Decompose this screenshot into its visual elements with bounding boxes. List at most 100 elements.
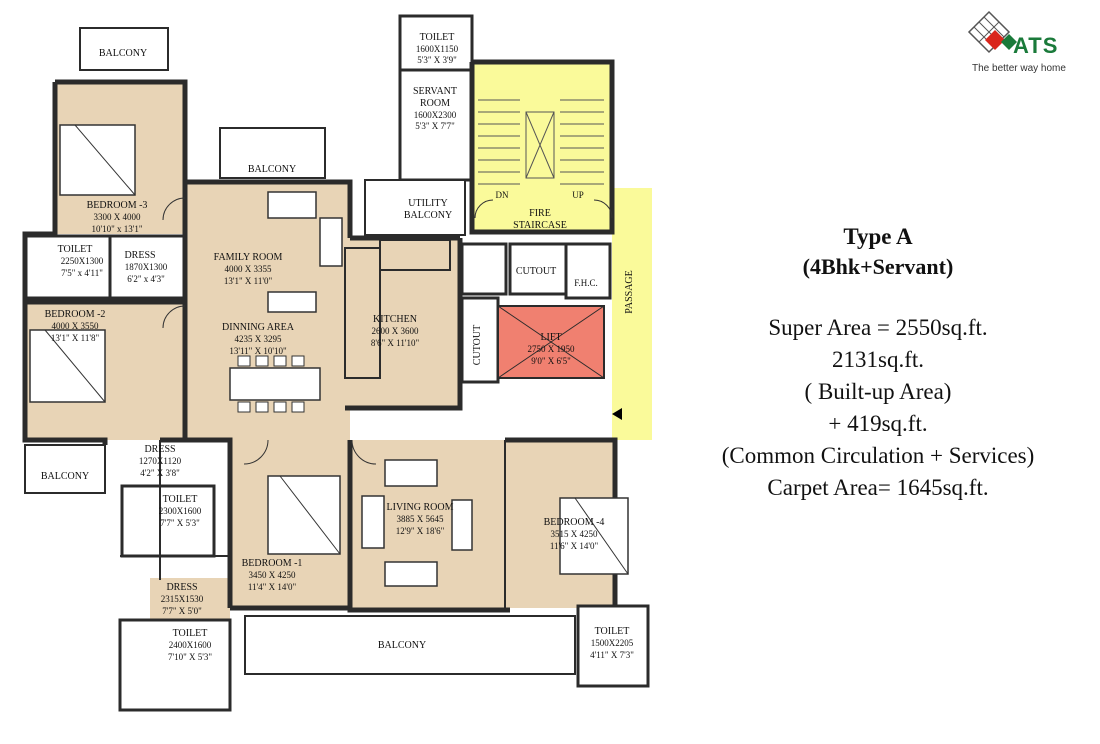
passage-area <box>612 188 652 440</box>
room-labels: BALCONY BALCONY BALCONY BALCONY TOILET 1… <box>41 32 635 662</box>
servant-room-name2: ROOM <box>420 98 450 109</box>
toilet-b4-dim2: 4'11" X 7'3" <box>590 650 634 660</box>
toilet-b1-dim1: 2400X1600 <box>169 640 212 650</box>
bedroom-2-dim2: 13'1" X 11'8" <box>51 333 100 343</box>
bed-1 <box>267 475 341 555</box>
lift-dim1: 2750 X 1950 <box>528 344 575 354</box>
toilet-servant-name: TOILET <box>420 32 455 43</box>
bedroom-4-dim1: 3515 X 4250 <box>551 529 598 539</box>
toilet-b4-dim1: 1500X2205 <box>591 638 634 648</box>
fire-staircase-area <box>472 62 612 232</box>
passage-name: PASSAGE <box>624 270 635 314</box>
unit-summary: Type A (4Bhk+Servant) Super Area = 2550s… <box>668 222 1088 504</box>
dress-b1-dim1: 2315X1530 <box>161 594 204 604</box>
fire-staircase-name: FIRE <box>529 208 551 219</box>
furniture-beds <box>29 124 629 575</box>
toilet-b3-dim1: 2250X1300 <box>61 256 104 266</box>
unit-type-title: Type A <box>843 224 913 249</box>
balcony-1-label: BALCONY <box>99 48 147 59</box>
kitchen-name: KITCHEN <box>373 314 417 325</box>
balcony-2-label: BALCONY <box>248 164 296 175</box>
bedroom-1-dim2: 11'4" X 14'0" <box>248 582 297 592</box>
dress-b3-dim2: 6'2" x 4'3" <box>127 274 165 284</box>
cutout-1-name: CUTOUT <box>516 266 556 277</box>
toilet-b1-dim2: 7'10" X 5'3" <box>168 652 212 662</box>
bedroom-4-dim2: 11'6" X 14'0" <box>550 541 599 551</box>
logo-tagline: The better way home <box>972 63 1066 74</box>
dining-table <box>229 367 321 401</box>
bed-4 <box>559 497 629 575</box>
fhc-name: F.H.C. <box>574 278 598 288</box>
bedroom-1-dim1: 3450 X 4250 <box>249 570 296 580</box>
logo-mark-icon <box>967 10 1017 54</box>
dress-b3-name: DRESS <box>124 250 155 261</box>
bedroom-1-name: BEDROOM -1 <box>242 558 303 569</box>
living-dim2: 12'9" X 18'6" <box>396 526 445 536</box>
living-sofa <box>361 459 473 587</box>
entry-arrow-icon <box>612 408 622 420</box>
bedroom-4-name: BEDROOM -4 <box>544 517 605 528</box>
lift-dim2: 9'0" X 6'5" <box>531 356 571 366</box>
toilet-b1-name: TOILET <box>173 628 208 639</box>
bedroom-2-dim1: 4000 X 3550 <box>52 321 99 331</box>
wet-areas <box>23 14 650 712</box>
dress-b3-dim1: 1870X1300 <box>125 262 168 272</box>
dress-b2-dim2: 4'2" X 3'8" <box>140 468 180 478</box>
built-up-value-line: 2131sq.ft. <box>832 347 924 372</box>
family-room-dim1: 4000 X 3355 <box>225 264 272 274</box>
kitchen-dim1: 2600 X 3600 <box>372 326 419 336</box>
bedroom-3-name: BEDROOM -3 <box>87 200 148 211</box>
living-name: LIVING ROOM <box>387 502 454 513</box>
dining-name: DINNING AREA <box>222 322 295 333</box>
floor-plan: BALCONY BALCONY BALCONY BALCONY TOILET 1… <box>22 14 652 712</box>
family-sofa <box>267 191 343 313</box>
family-room-dim2: 13'1" X 11'0" <box>224 276 273 286</box>
servant-room-name: SERVANT <box>413 86 457 97</box>
toilet-b2-dim1: 2300X1600 <box>159 506 202 516</box>
stair-up-label: UP <box>572 190 584 200</box>
stair-treads <box>478 99 604 185</box>
common-value-line: + 419sq.ft. <box>828 411 928 436</box>
balcony-4-label: BALCONY <box>378 640 426 651</box>
balconies <box>24 27 576 675</box>
bedroom-3-dim1: 3300 X 4000 <box>94 212 141 222</box>
door-swings <box>162 197 613 465</box>
common-label-line: (Common Circulation + Services) <box>721 443 1035 468</box>
super-area-line: Super Area = 2550sq.ft. <box>768 315 988 340</box>
servant-room-dim1: 1600X2300 <box>414 110 457 120</box>
dress-b1-name: DRESS <box>166 582 197 593</box>
walls <box>22 59 618 613</box>
built-up-label-line: ( Built-up Area) <box>804 379 952 404</box>
fire-staircase-name2: STAIRCASE <box>513 220 567 231</box>
toilet-b2-dim2: 7'7" X 5'3" <box>160 518 200 528</box>
unit-type-subtitle: (4Bhk+Servant) <box>802 254 954 279</box>
ats-logo <box>967 10 1017 54</box>
family-room-name: FAMILY ROOM <box>214 252 283 263</box>
kitchen-dim2: 8'6" X 11'10" <box>371 338 420 348</box>
dress-b2-dim1: 1270X1120 <box>139 456 182 466</box>
living-dim1: 3885 X 5645 <box>397 514 444 524</box>
bed-2 <box>29 329 106 403</box>
dining-dim2: 13'11" X 10'10" <box>229 346 287 356</box>
toilet-servant-dim1: 1600X1150 <box>416 44 459 54</box>
utility-name2: BALCONY <box>404 210 452 221</box>
toilet-b3-name: TOILET <box>58 244 93 255</box>
stair-dn-label: DN <box>496 190 509 200</box>
interior-walls <box>120 239 506 608</box>
toilet-b4-name: TOILET <box>595 626 630 637</box>
cutout-2-name: CUTOUT <box>472 325 483 365</box>
bedroom-3-dim2: 10'10" x 13'1" <box>91 224 142 234</box>
balcony-3-label: BALCONY <box>41 471 89 482</box>
toilet-servant-dim2: 5'3" X 3'9" <box>417 55 457 65</box>
dress-b2-name: DRESS <box>144 444 175 455</box>
dining-dim1: 4235 X 3295 <box>235 334 282 344</box>
toilet-b3-dim2: 7'5" x 4'11" <box>61 268 103 278</box>
servant-room-dim2: 5'3" X 7'7" <box>415 121 455 131</box>
lift-name: LIFT <box>540 332 561 343</box>
dining-chairs <box>237 355 305 413</box>
utility-name: UTILITY <box>408 198 447 209</box>
bedroom-2-name: BEDROOM -2 <box>45 309 106 320</box>
logo-wordmark: ATS <box>1013 33 1059 58</box>
dress-b1-dim2: 7'7" X 5'0" <box>162 606 202 616</box>
lift-diagonal <box>497 305 605 379</box>
